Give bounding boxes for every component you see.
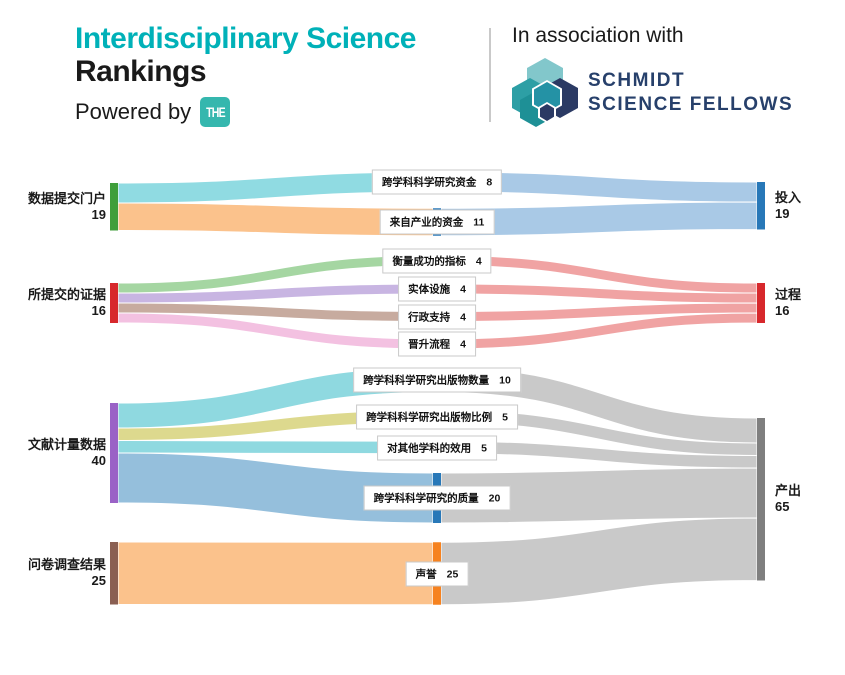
title-block: Interdisciplinary Science Rankings Power…	[75, 22, 416, 127]
mid-node-name: 声誉	[415, 568, 437, 580]
left-node-name: 所提交的证据	[27, 287, 106, 302]
left-node-name: 问卷调查结果	[27, 557, 106, 573]
sankey-node-left	[110, 403, 118, 503]
mid-node-name: 对其他学科的效用	[387, 442, 472, 454]
left-node-value: 25	[91, 573, 106, 589]
mid-node-name: 晋升流程	[408, 338, 451, 351]
sankey-node-right	[757, 182, 765, 230]
mid-node-name: 行政支持	[408, 311, 451, 323]
sankey-node-left	[110, 542, 118, 605]
sankey-node-left	[110, 183, 118, 231]
page-title-line2: Rankings	[75, 55, 207, 88]
mid-node-value: 4	[475, 255, 482, 267]
schmidt-hexagon-logo-icon	[512, 58, 578, 128]
left-node-value: 19	[91, 206, 106, 222]
mid-node-name: 跨学科科学研究资金	[381, 176, 477, 189]
mid-node-value: 11	[473, 216, 485, 229]
sankey-node-left	[110, 283, 118, 323]
mid-node-name: 衡量成功的指标	[392, 255, 466, 267]
powered-by-label: Powered by	[75, 99, 192, 124]
mid-node-label-box: 跨学科科学研究出版物数量 10	[353, 367, 521, 393]
mid-node-name: 跨学科科学研究的质量	[373, 492, 479, 505]
left-node-name: 数据提交门户	[27, 190, 106, 206]
mid-node-name: 实体设施	[408, 283, 451, 296]
right-node-name: 过程	[775, 287, 802, 302]
partner-name-line1: SCHMIDT	[588, 70, 686, 91]
right-node-value: 16	[775, 303, 790, 318]
mid-node-name: 来自产业的资金	[389, 216, 464, 229]
sankey-link	[440, 517, 758, 606]
the-logo: THE	[200, 97, 231, 127]
mid-node-label-box: 衡量成功的指标 4	[382, 248, 492, 273]
mid-node-name: 跨学科科学研究出版物数量	[363, 374, 490, 387]
hex-bottom-center-icon	[540, 104, 554, 121]
header-divider	[489, 28, 491, 122]
mid-node-label-box: 跨学科科学研究资金 8	[371, 169, 503, 195]
mid-node-value: 5	[502, 411, 508, 423]
left-node-value: 16	[91, 303, 106, 318]
right-node-name: 产出	[775, 483, 802, 499]
mid-node-value: 4	[460, 283, 466, 296]
mid-node-value: 5	[481, 442, 487, 454]
right-node-value: 19	[775, 205, 790, 221]
association-block: In association with SCHMIDT SCIENCE FELL…	[512, 24, 793, 128]
mid-node-value: 4	[460, 338, 466, 351]
mid-node-name: 跨学科科学研究出版物比例	[366, 411, 493, 423]
the-logo-text: THE	[205, 104, 226, 120]
sankey-link	[117, 541, 434, 606]
mid-node-value: 10	[499, 374, 511, 387]
right-node-name: 投入	[775, 189, 802, 205]
mid-node-value: 25	[446, 568, 459, 580]
mid-node-label-box: 来自产业的资金 11	[379, 209, 495, 235]
mid-node-value: 8	[486, 176, 493, 189]
mid-node-label-box: 晋升流程 4	[398, 331, 476, 357]
left-node-name: 文献计量数据	[27, 437, 106, 452]
sankey-node-right	[757, 418, 765, 581]
left-node-value: 40	[91, 453, 106, 468]
association-label: In association with	[512, 24, 684, 47]
mid-node-label-box: 行政支持 4	[398, 304, 476, 329]
page-title-line1: Interdisciplinary Science	[75, 22, 416, 55]
mid-node-value: 20	[488, 492, 501, 505]
right-node-value: 65	[775, 499, 790, 515]
mid-node-label-box: 实体设施 4	[398, 276, 476, 302]
mid-node-label-box: 跨学科科学研究出版物比例 5	[356, 404, 518, 429]
mid-node-value: 4	[460, 311, 466, 323]
sankey-node-right	[757, 283, 765, 323]
mid-node-label-box: 对其他学科的效用 5	[377, 435, 497, 460]
mid-node-label-box: 跨学科科学研究的质量 20	[363, 485, 511, 511]
partner-name-line2: SCIENCE FELLOWS	[588, 94, 794, 115]
mid-node-label-box: 声誉 25	[405, 561, 469, 586]
